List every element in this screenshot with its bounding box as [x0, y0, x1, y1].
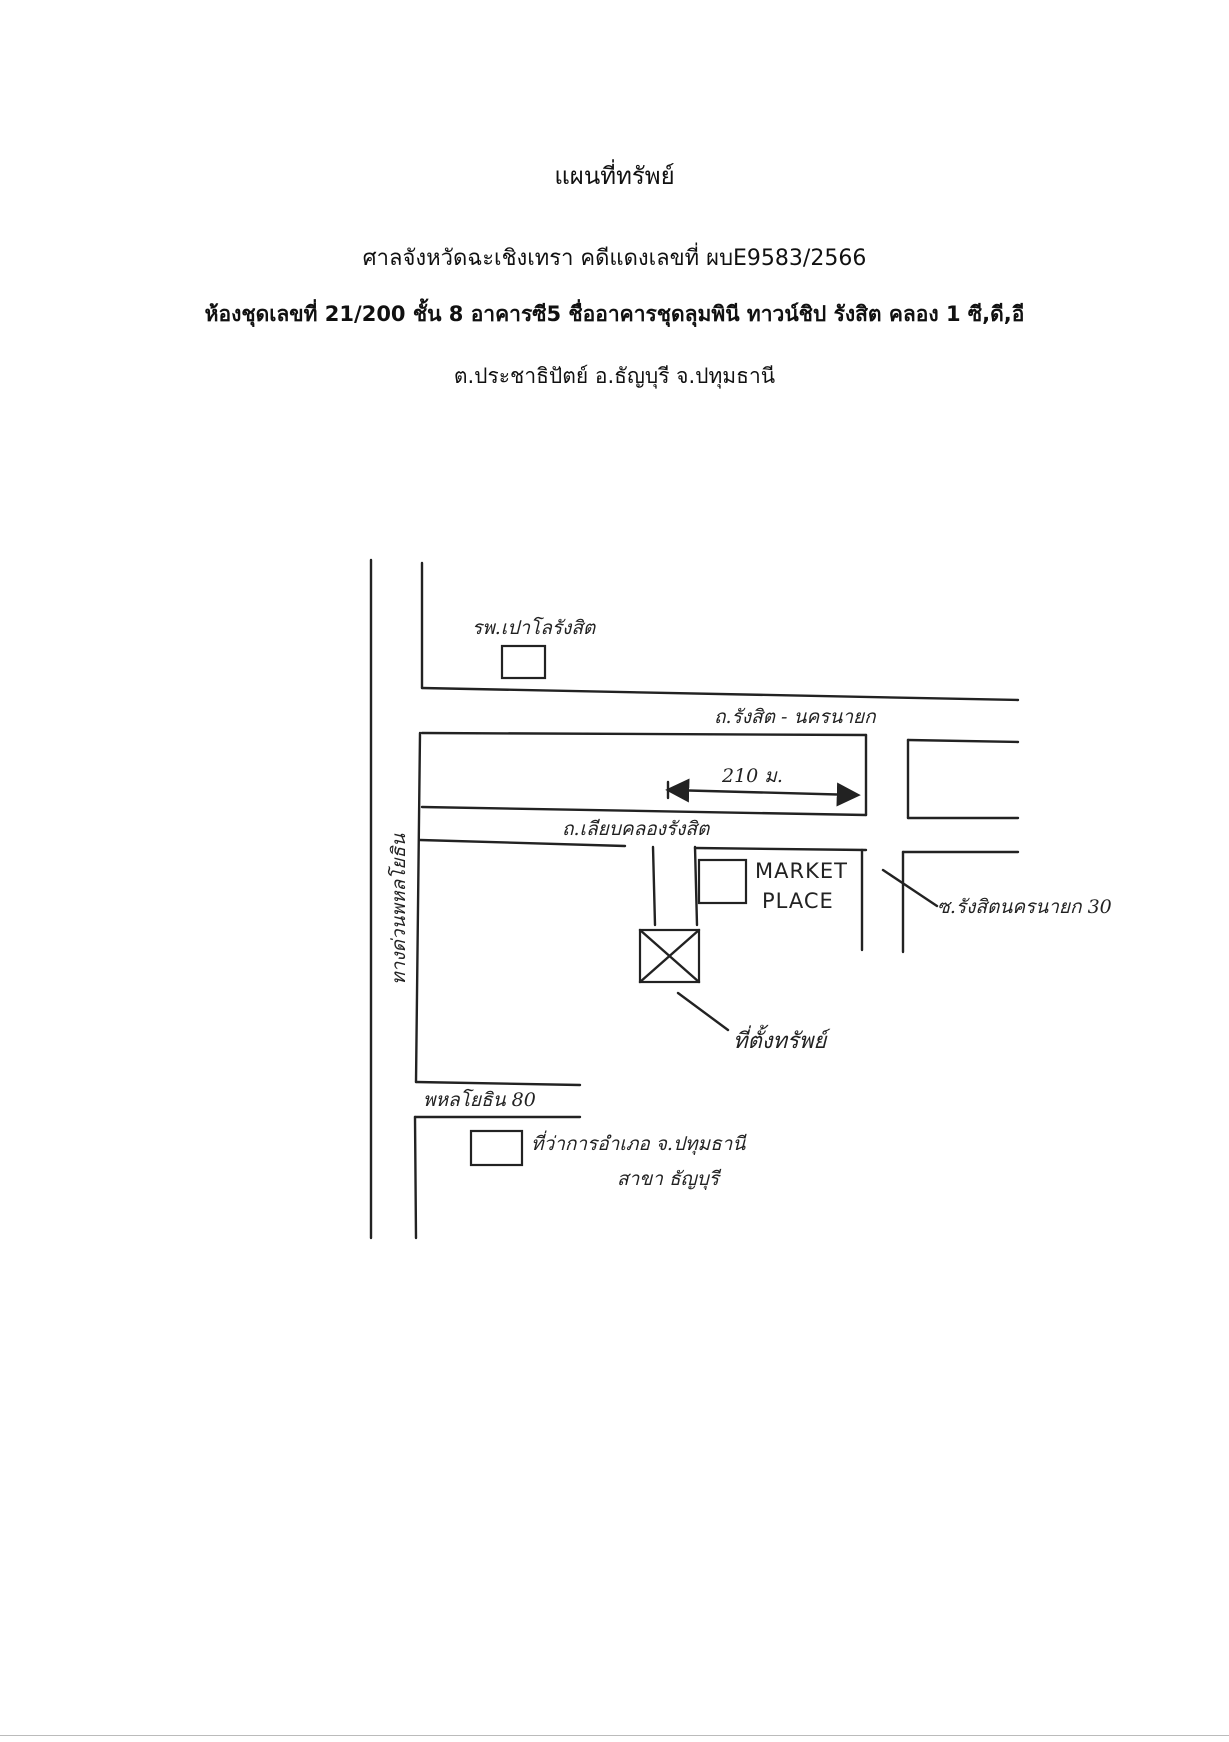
phahonyothin-80-label: พหลโยธิน 80	[423, 1088, 536, 1111]
main-road-right-edge-lower	[413, 1115, 418, 1240]
main-road-label: ทางด่วนพหลโยธิน	[387, 833, 410, 985]
distance-label: 210 ม.	[721, 765, 783, 787]
main-road-right-edge-middle	[414, 731, 422, 1084]
soi-30-leader-line	[881, 868, 939, 908]
district-office-label-line1: ที่ว่าการอำเภอ จ.ปทุมธานี	[531, 1130, 747, 1155]
district-office-marker	[469, 1129, 524, 1167]
soi-left-edge	[651, 845, 657, 927]
property-location-label: ที่ตั้งทรัพย์	[733, 1024, 831, 1054]
top-road-label: ถ.รังสิต - นครนายก	[714, 706, 877, 728]
district-office-label-line2: สาขา ธัญบุรี	[617, 1168, 722, 1190]
soi-30-label: ซ.รังสิตนครนายก 30	[937, 896, 1112, 918]
property-location-marker	[638, 928, 701, 984]
hospital-label: รพ.เปาโลรังสิต	[472, 616, 597, 639]
district-line: ต.ประชาธิปัตย์ อ.ธัญบุรี จ.ปทุมธานี	[453, 364, 776, 388]
middle-road-lower-edge	[418, 838, 627, 848]
page-bottom-edge	[0, 1735, 1229, 1736]
hospital-marker	[500, 644, 547, 680]
unit-address-line: ห้องชุดเลขที่ 21/200 ชั้น 8 อาคารซี5 ชื่…	[204, 302, 1025, 326]
page-title: แผนที่ทรัพย์	[554, 162, 675, 190]
soi-right-edge	[693, 845, 699, 927]
court-case-line: ศาลจังหวัดฉะเชิงเทรา คดีแดงเลขที่ ผบE958…	[362, 246, 867, 271]
phahonyothin-80-upper-edge	[414, 1080, 582, 1087]
top-road-lower-edge-left	[420, 731, 868, 737]
block-lower-edge	[420, 805, 868, 817]
market-label-line1: MARKET	[755, 859, 848, 883]
distance-arrow	[665, 778, 861, 807]
market-place-marker	[697, 858, 748, 905]
property-leader-line	[676, 991, 730, 1032]
market-label-line2: PLACE	[762, 889, 834, 913]
middle-road-label: ถ.เลียบคลองรังสิต	[562, 818, 711, 840]
top-road-upper-edge	[420, 686, 1020, 702]
top-road-lower-edge-right	[906, 738, 1020, 744]
market-block-upper-edge	[693, 846, 868, 852]
